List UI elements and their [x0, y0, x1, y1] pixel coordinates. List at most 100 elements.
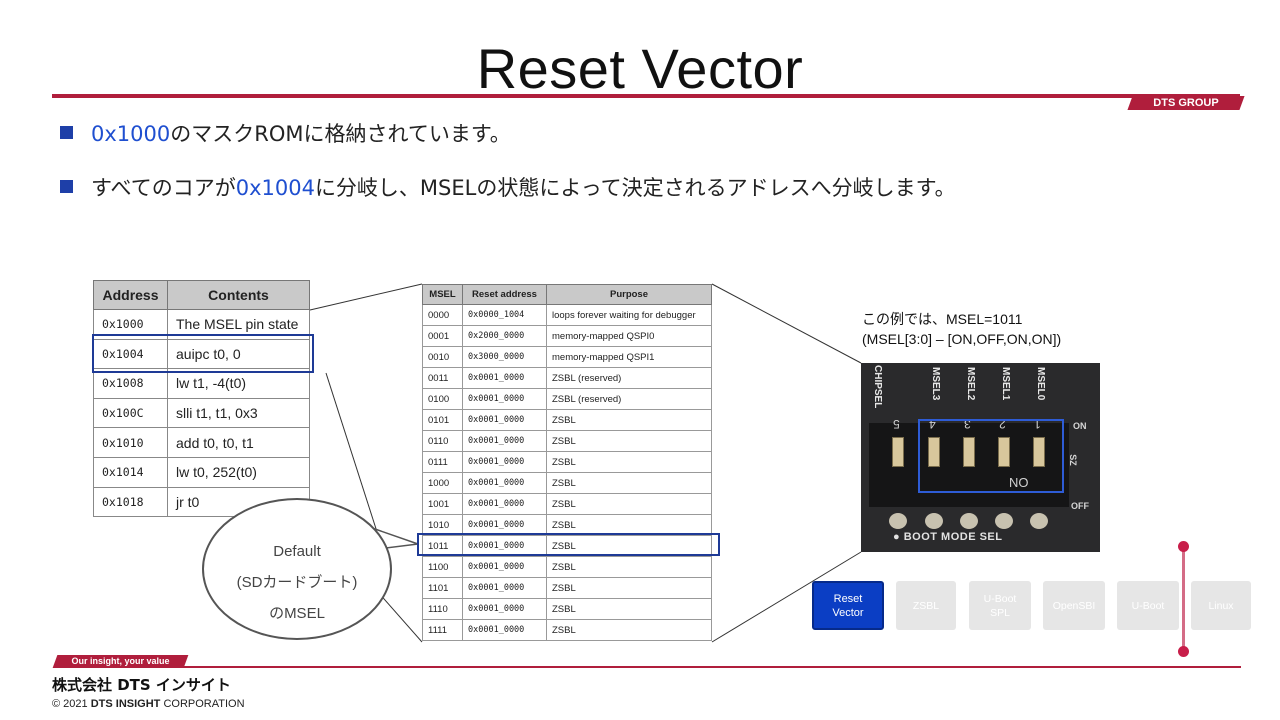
address-header: Address	[93, 280, 168, 310]
reset-address-cell: 0x0001_0000	[462, 367, 547, 389]
example-line-1: この例では、MSEL=1011	[862, 311, 1023, 327]
purpose-cell: ZSBL	[546, 619, 712, 641]
address-cell: 0x1010	[93, 427, 168, 458]
contents-cell: slli t1, t1, 0x3	[167, 397, 310, 429]
msel-cell: 0000	[422, 304, 463, 326]
stage-line-1: Reset	[833, 592, 863, 605]
flow-dot-top	[1178, 541, 1189, 552]
purpose-cell: ZSBL	[546, 577, 712, 599]
purpose-cell: ZSBL (reserved)	[546, 367, 712, 389]
stage-line-1: U-Boot	[983, 592, 1017, 605]
bullet-square-icon	[60, 180, 73, 193]
address-cell: 0x1018	[93, 486, 168, 518]
boot-mode-switch-photo: CHIPSEL MSEL3 MSEL2 MSEL1 MSEL0 5 4 3 2 …	[861, 363, 1100, 552]
msel-cell: 1111	[422, 619, 463, 641]
reset-address-cell: 0x0001_0000	[462, 451, 547, 473]
bullet-2-prefix: すべてのコアが	[91, 176, 236, 200]
reset-address-cell: 0x0001_0000	[462, 556, 547, 578]
purpose-cell: memory-mapped QSPI1	[546, 346, 712, 368]
msel-cell: 0010	[422, 346, 463, 368]
company-name: 株式会社 DTS インサイト	[52, 676, 231, 694]
msel3-label: MSEL3	[930, 367, 941, 401]
flow-timeline-bar	[1182, 546, 1185, 652]
reset-address-cell: 0x3000_0000	[462, 346, 547, 368]
msel-cell: 0001	[422, 325, 463, 347]
address-highlight-box	[92, 334, 314, 373]
stage-opensbi: OpenSBI	[1043, 581, 1105, 630]
footer-rule	[55, 666, 1241, 668]
purpose-cell: loops forever waiting for debugger	[546, 304, 712, 326]
side-sz-label: SZ	[1067, 454, 1078, 466]
purpose-cell: ZSBL	[546, 598, 712, 620]
purpose-cell: memory-mapped QSPI0	[546, 325, 712, 347]
address-cell: 0x1008	[93, 368, 168, 399]
msel-highlight-box	[417, 533, 720, 556]
boot-mode-sel-label: ● BOOT MODE SEL	[893, 531, 1003, 543]
bullet-1-highlight: 0x1000	[91, 122, 171, 146]
purpose-cell: ZSBL (reserved)	[546, 388, 712, 410]
stage-line-2: Vector	[832, 606, 864, 619]
purpose-cell: ZSBL	[546, 472, 712, 494]
contents-cell: lw t0, 252(t0)	[167, 456, 310, 488]
chipsel-label: CHIPSEL	[872, 365, 883, 409]
reset-address-cell: 0x0001_0000	[462, 409, 547, 431]
contents-cell: add t0, t0, t1	[167, 427, 310, 458]
msel-cell: 1001	[422, 493, 463, 515]
bullet-2-text: に分岐し、MSELの状態によって決定されるアドレスへ分岐します。	[314, 176, 956, 200]
stage-line-1: U-Boot	[1131, 599, 1165, 612]
msel-switch-highlight-box	[918, 419, 1064, 493]
copyright-suffix: CORPORATION	[163, 698, 245, 710]
msel-cell: 0011	[422, 367, 463, 389]
solder-joint	[889, 513, 907, 529]
solder-joint	[995, 513, 1013, 529]
copyright: © 2021 DTS INSIGHT CORPORATION	[52, 698, 245, 710]
bullet-square-icon	[60, 126, 73, 139]
copyright-name: DTS INSIGHT	[90, 698, 161, 710]
reset-address-cell: 0x0001_0000	[462, 472, 547, 494]
msel-example-text: この例では、MSEL=1011 (MSEL[3:0] – [ON,OFF,ON,…	[862, 309, 1061, 349]
purpose-cell: ZSBL	[546, 430, 712, 452]
default-msel-callout: Default (SDカードブート) のMSEL	[202, 498, 392, 640]
bullet-1-text: のマスクROMに格納されています。	[170, 122, 511, 146]
dip-switch	[998, 437, 1010, 467]
dip-switch	[928, 437, 940, 467]
msel-cell: 1101	[422, 577, 463, 599]
reset-address-cell: 0x0001_0000	[462, 577, 547, 599]
stage-linux: Linux	[1191, 581, 1251, 630]
side-on-label: ON	[1073, 421, 1087, 431]
reset-address-cell: 0x0001_0000	[462, 388, 547, 410]
reset-address-cell: 0x2000_0000	[462, 325, 547, 347]
switch-number: 5	[893, 417, 900, 431]
side-off-label: OFF	[1071, 501, 1089, 511]
reset-address-cell: 0x0001_0000	[462, 619, 547, 641]
msel2-label: MSEL2	[965, 367, 976, 401]
reset-address-cell: 0x0000_1004	[462, 304, 547, 326]
purpose-cell: ZSBL	[546, 451, 712, 473]
address-cell: 0x100C	[93, 397, 168, 429]
bullet-2: すべてのコアが0x1004に分岐し、MSELの状態によって決定されるアドレスへ分…	[60, 172, 956, 202]
bullet-1: 0x1000のマスクROMに格納されています。	[60, 118, 511, 148]
msel0-label: MSEL0	[1035, 367, 1046, 401]
dip-switch	[1033, 437, 1045, 467]
solder-joint	[925, 513, 943, 529]
stage-line-2: SPL	[990, 606, 1010, 619]
stage-line-1: Linux	[1208, 599, 1234, 612]
reset-address-cell: 0x0001_0000	[462, 598, 547, 620]
contents-header: Contents	[167, 280, 310, 310]
msel1-label: MSEL1	[1000, 367, 1011, 401]
msel-cell: 1110	[422, 598, 463, 620]
